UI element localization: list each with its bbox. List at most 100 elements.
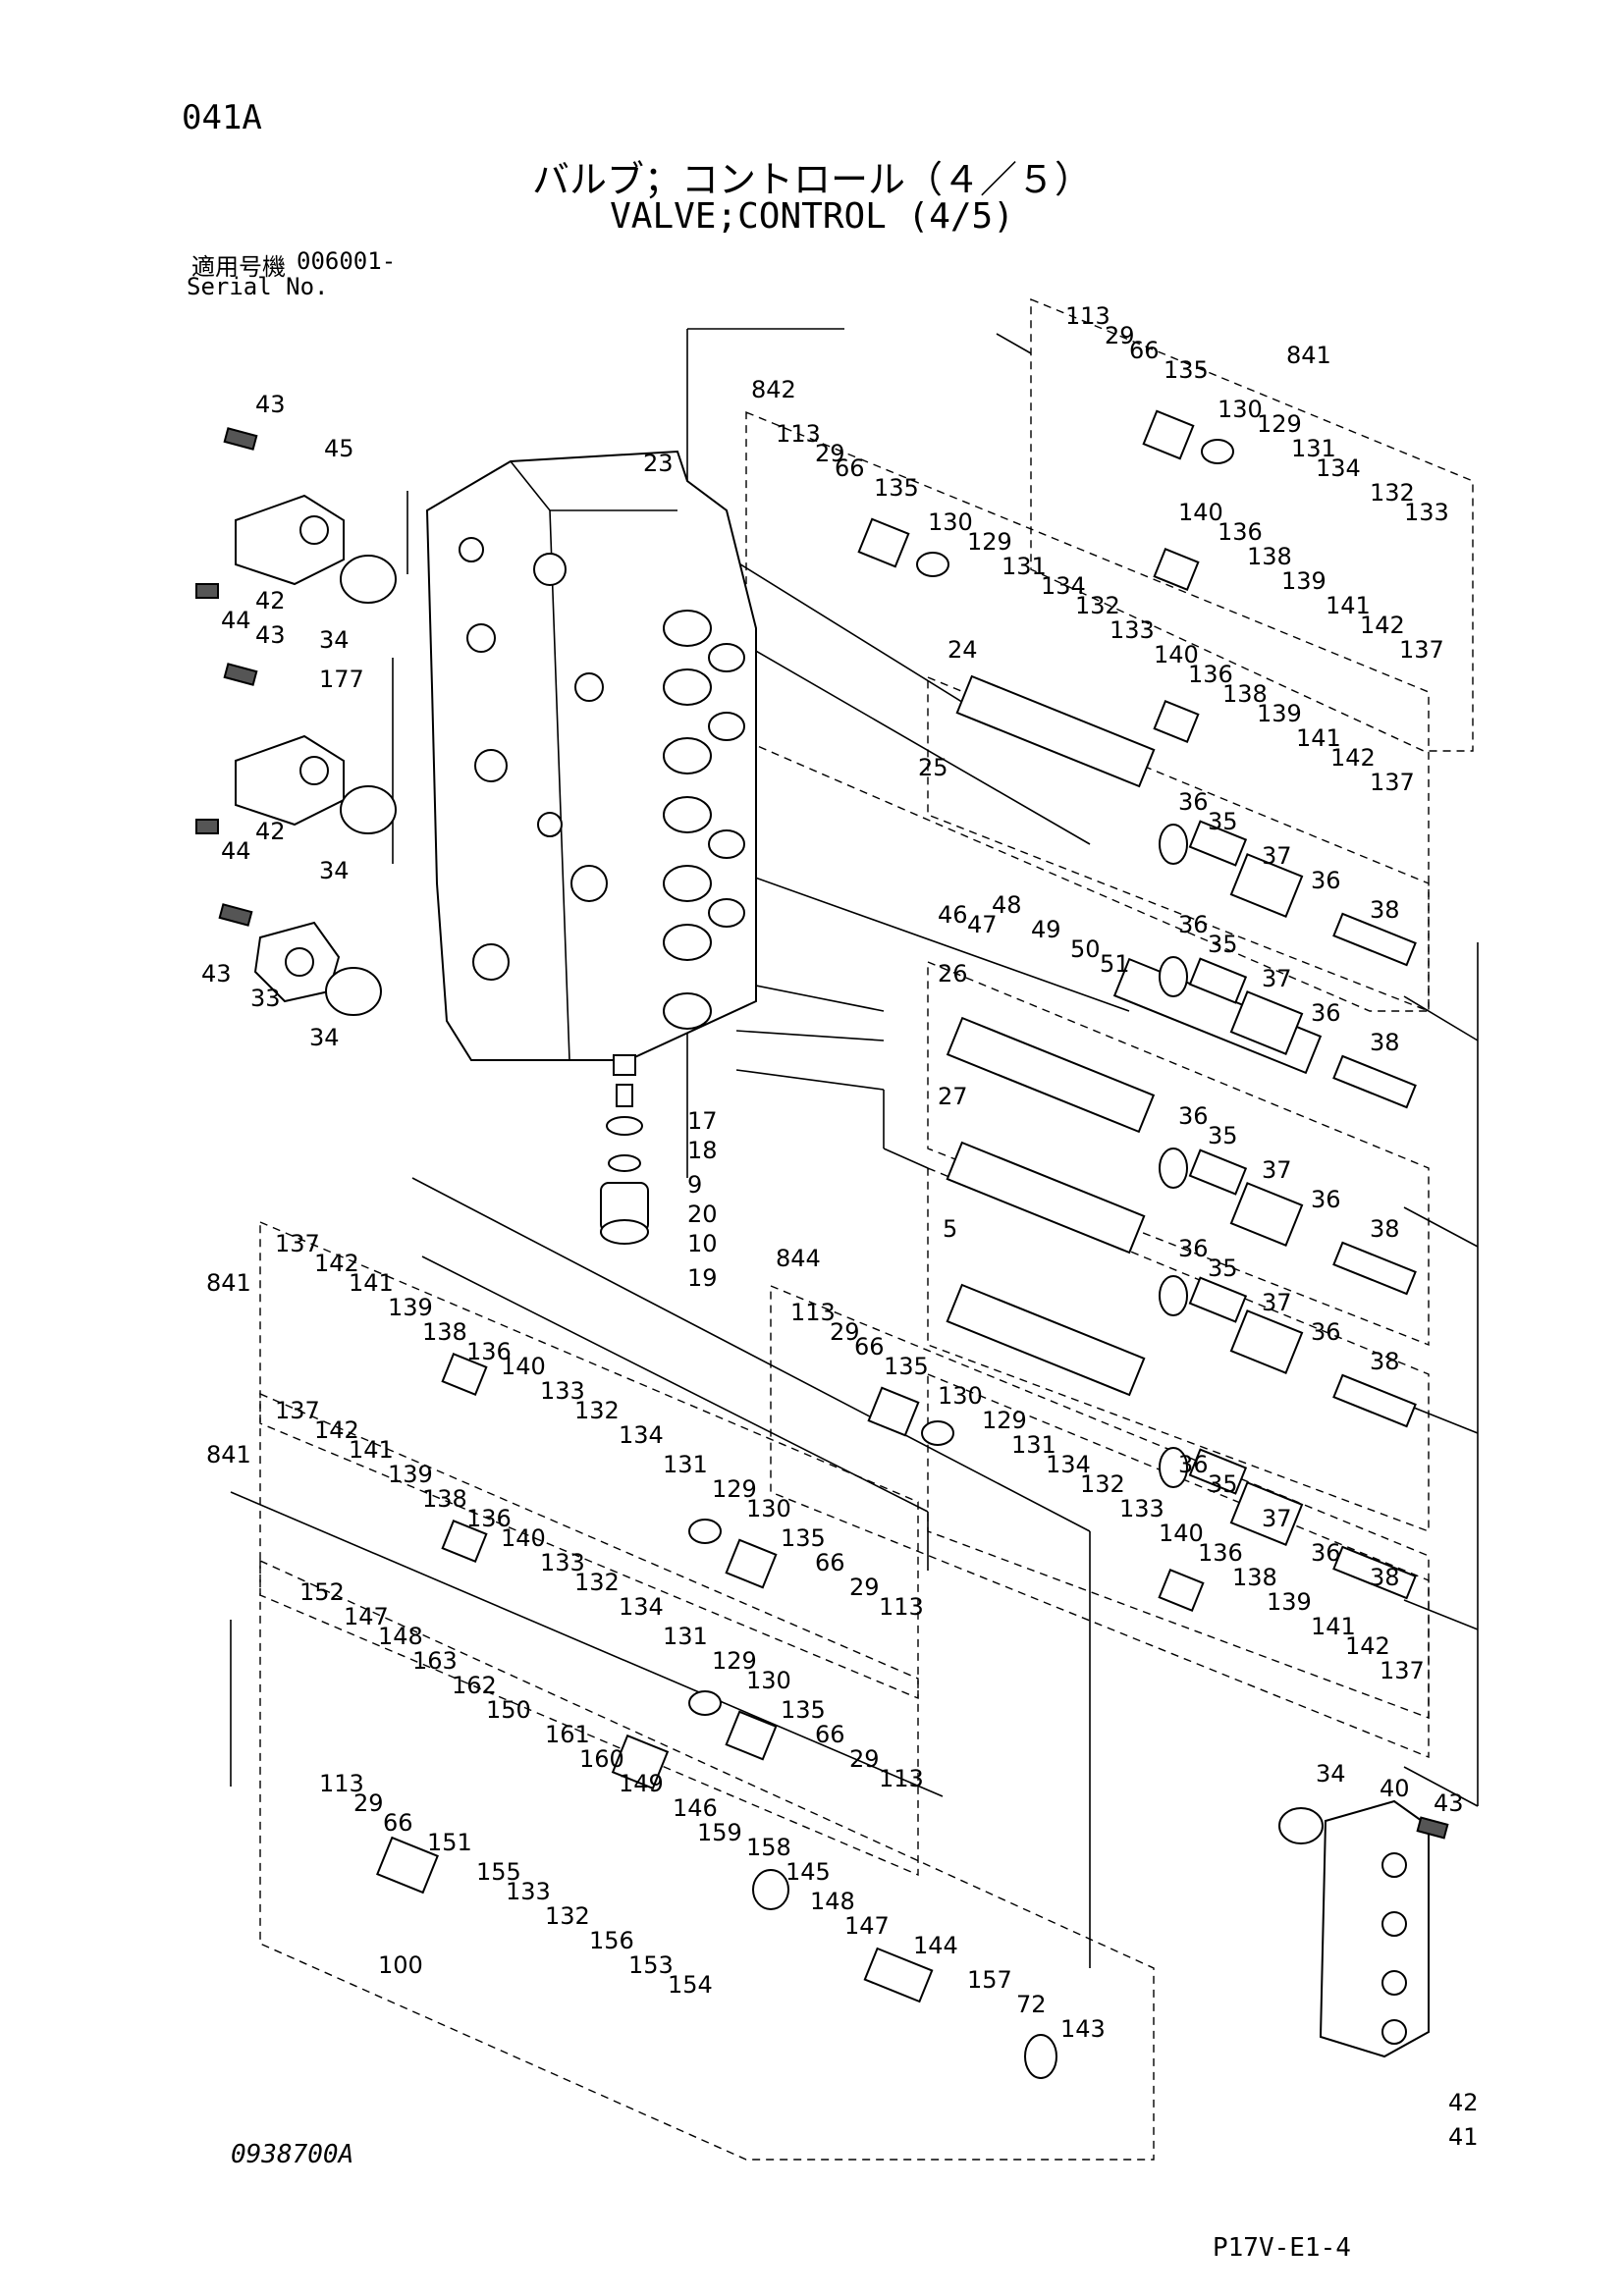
- callout-132: 132: [545, 1902, 590, 1930]
- title-japanese: バルブ；コントロール（４／５）: [531, 158, 1092, 201]
- callout-131: 131: [663, 1623, 708, 1650]
- o-ring-34: [1278, 1807, 1324, 1844]
- callout-18: 18: [687, 1137, 718, 1164]
- callout-139: 139: [388, 1461, 433, 1488]
- callout-131: 131: [1001, 553, 1047, 580]
- callout-141: 141: [1311, 1613, 1356, 1640]
- callout-135: 135: [874, 474, 919, 502]
- callout-137: 137: [275, 1397, 320, 1424]
- callout-72: 72: [1016, 1991, 1047, 2018]
- callout-136: 136: [466, 1505, 512, 1532]
- callout-40: 40: [1380, 1775, 1410, 1802]
- spool-5a: [946, 1141, 1146, 1255]
- callout-48: 48: [992, 891, 1022, 919]
- group-box-spool-26: [927, 960, 1430, 1347]
- callout-130: 130: [1218, 396, 1263, 423]
- callout-35: 35: [1208, 1470, 1238, 1498]
- callout-133: 133: [540, 1377, 585, 1405]
- callout-37: 37: [1262, 1156, 1292, 1184]
- callout-29: 29: [1105, 322, 1135, 349]
- callout-66: 66: [815, 1549, 845, 1576]
- callout-145: 145: [785, 1858, 831, 1886]
- callout-36: 36: [1311, 1318, 1341, 1346]
- callout-29: 29: [353, 1789, 384, 1817]
- callout-138: 138: [1222, 680, 1268, 708]
- callout-36: 36: [1311, 999, 1341, 1027]
- callout-156: 156: [589, 1927, 634, 1954]
- callout-139: 139: [1281, 567, 1326, 595]
- callout-151: 151: [427, 1829, 472, 1856]
- callout-134: 134: [619, 1593, 664, 1621]
- callout-160: 160: [579, 1745, 624, 1773]
- callout-138: 138: [422, 1485, 467, 1513]
- callout-129: 129: [1257, 410, 1302, 438]
- callout-38: 38: [1370, 896, 1400, 924]
- callout-129: 129: [712, 1475, 757, 1503]
- callout-43: 43: [255, 391, 286, 418]
- callout-136: 136: [1198, 1539, 1243, 1567]
- callout-144: 144: [913, 1932, 958, 1959]
- callout-140: 140: [1159, 1520, 1204, 1547]
- callout-43: 43: [255, 621, 286, 649]
- cover-177: [235, 734, 345, 827]
- callout-841: 841: [206, 1269, 251, 1297]
- callout-141: 141: [1296, 724, 1341, 752]
- callout-35: 35: [1208, 931, 1238, 958]
- callout-142: 142: [1360, 612, 1405, 639]
- callout-844: 844: [776, 1245, 821, 1272]
- callout-38: 38: [1370, 1215, 1400, 1243]
- callout-131: 131: [663, 1451, 708, 1478]
- callout-133: 133: [540, 1549, 585, 1576]
- callout-36: 36: [1178, 911, 1209, 938]
- callout-133: 133: [1119, 1495, 1164, 1522]
- callout-38: 38: [1370, 1564, 1400, 1591]
- callout-133: 133: [1110, 616, 1155, 644]
- callout-147: 147: [344, 1603, 389, 1630]
- callout-139: 139: [388, 1294, 433, 1321]
- bolt-43: [223, 663, 258, 686]
- bolt-43: [1416, 1816, 1449, 1840]
- callout-66: 66: [383, 1809, 413, 1837]
- valve-body-23: [425, 450, 757, 1061]
- callout-841: 841: [1286, 342, 1331, 369]
- callout-148: 148: [810, 1888, 855, 1915]
- callout-148: 148: [378, 1623, 423, 1650]
- spring-sets: [1159, 820, 1417, 1600]
- callout-135: 135: [781, 1696, 826, 1724]
- callout-131: 131: [1291, 435, 1336, 462]
- callout-129: 129: [982, 1407, 1027, 1434]
- callout-141: 141: [349, 1269, 394, 1297]
- group-box-spool-27: [927, 1166, 1430, 1533]
- callout-36: 36: [1311, 867, 1341, 894]
- callout-9: 9: [687, 1171, 702, 1199]
- serial-label-japanese: 適用号機: [191, 253, 286, 281]
- callout-37: 37: [1262, 1289, 1292, 1316]
- callout-42: 42: [255, 587, 286, 614]
- callout-135: 135: [1164, 356, 1209, 384]
- callout-142: 142: [1330, 744, 1376, 772]
- callout-129: 129: [712, 1647, 757, 1675]
- callout-66: 66: [854, 1333, 885, 1361]
- callout-26: 26: [938, 960, 968, 988]
- callout-17: 17: [687, 1107, 718, 1135]
- callout-45: 45: [324, 435, 354, 462]
- callout-29: 29: [849, 1745, 880, 1773]
- group-box-842: [745, 410, 1430, 1012]
- group-box-841-middle: [259, 1220, 919, 1700]
- callout-113: 113: [1065, 302, 1110, 330]
- callout-134: 134: [1046, 1451, 1091, 1478]
- callout-149: 149: [619, 1770, 664, 1797]
- callout-135: 135: [781, 1524, 826, 1552]
- callout-129: 129: [967, 528, 1012, 556]
- sheet-number: P17V-E1-4: [1213, 2233, 1351, 2263]
- callout-142: 142: [1345, 1632, 1390, 1660]
- callout-142: 142: [314, 1250, 359, 1277]
- callout-34: 34: [1316, 1760, 1346, 1788]
- callout-146: 146: [673, 1794, 718, 1822]
- callout-27: 27: [938, 1083, 968, 1110]
- callout-42: 42: [255, 818, 286, 845]
- callout-152: 152: [299, 1578, 345, 1606]
- callout-34: 34: [309, 1024, 340, 1051]
- callout-38: 38: [1370, 1348, 1400, 1375]
- callout-113: 113: [319, 1770, 364, 1797]
